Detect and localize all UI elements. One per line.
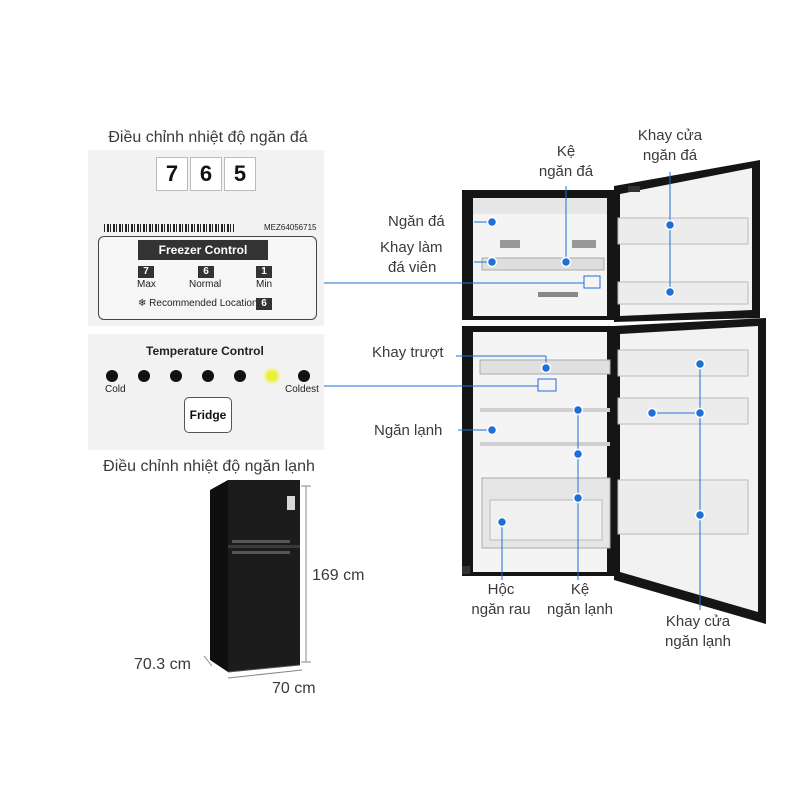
temperature-level-dot xyxy=(234,370,246,382)
setting-normal-label: Normal xyxy=(189,279,222,290)
temperature-level-dot xyxy=(106,370,118,382)
temperature-level-dot xyxy=(202,370,214,382)
freezer-control-title: Freezer Control xyxy=(138,240,268,260)
dial-digit-2: 6 xyxy=(190,157,222,191)
recommended-location-label: ❄ Recommended Location xyxy=(138,298,258,309)
dimension-height: 169 cm xyxy=(312,567,365,584)
label-khay-cua-ngan-lanh-line2: ngăn lạnh xyxy=(665,633,731,650)
label-ke-ngan-lanh-line2: ngăn lạnh xyxy=(547,601,613,618)
setting-min-num: 1 xyxy=(256,266,272,278)
dial-digit-1: 7 xyxy=(156,157,188,191)
dimension-width: 70 cm xyxy=(272,680,316,697)
temperature-level-dot xyxy=(138,370,150,382)
dimension-lines xyxy=(203,485,311,679)
label-khay-cua-ngan-da-line2: ngăn đá xyxy=(642,147,698,164)
freezer-control-highlight xyxy=(583,275,601,289)
temperature-level-dot xyxy=(170,370,182,382)
label-khay-lam-da-line1: Khay làm xyxy=(380,239,443,256)
setting-min-label: Min xyxy=(256,279,273,290)
fridge-panel-title: Điều chỉnh nhiệt độ ngăn lạnh xyxy=(103,458,315,475)
recommended-location-num: 6 xyxy=(256,298,272,310)
coldest-label: Coldest xyxy=(285,384,319,395)
setting-max-num: 7 xyxy=(138,266,154,278)
setting-normal-num: 6 xyxy=(198,266,214,278)
label-ke-ngan-lanh-line1: Kệ xyxy=(570,581,590,598)
label-hoc-ngan-rau-line2: ngăn rau xyxy=(471,601,531,618)
dimension-depth: 70.3 cm xyxy=(134,656,191,673)
freezer-panel-title: Điều chỉnh nhiệt độ ngăn đá xyxy=(108,129,308,146)
main-fridge xyxy=(462,160,766,624)
fridge-button[interactable]: Fridge xyxy=(184,397,232,433)
barcode xyxy=(104,224,234,232)
temperature-level-dot xyxy=(298,370,310,382)
label-ke-ngan-da-line2: ngăn đá xyxy=(538,163,594,180)
model-code: MEZ64056715 xyxy=(264,223,317,232)
temperature-level-dot xyxy=(266,370,278,382)
label-khay-cua-ngan-lanh-line1: Khay cửa xyxy=(665,613,731,630)
label-ngan-lanh: Ngăn lạnh xyxy=(374,422,443,439)
cold-label: Cold xyxy=(105,384,126,395)
setting-max-label: Max xyxy=(137,279,156,290)
label-ke-ngan-da-line1: Kệ xyxy=(556,143,576,160)
label-ngan-da: Ngăn đá xyxy=(388,213,445,230)
dial-digit-3: 5 xyxy=(224,157,256,191)
callout-lines xyxy=(456,172,701,610)
label-hoc-ngan-rau-line1: Hộc xyxy=(487,581,515,598)
label-khay-lam-da-line2: đá viên xyxy=(388,259,437,276)
temperature-control-title: Temperature Control xyxy=(146,344,264,358)
small-fridge-illustration xyxy=(210,480,301,673)
label-khay-cua-ngan-da-line1: Khay cửa xyxy=(637,127,703,144)
label-khay-truot: Khay trượt xyxy=(372,344,444,361)
fridge-control-highlight xyxy=(537,378,557,392)
callout-dots xyxy=(486,216,706,528)
